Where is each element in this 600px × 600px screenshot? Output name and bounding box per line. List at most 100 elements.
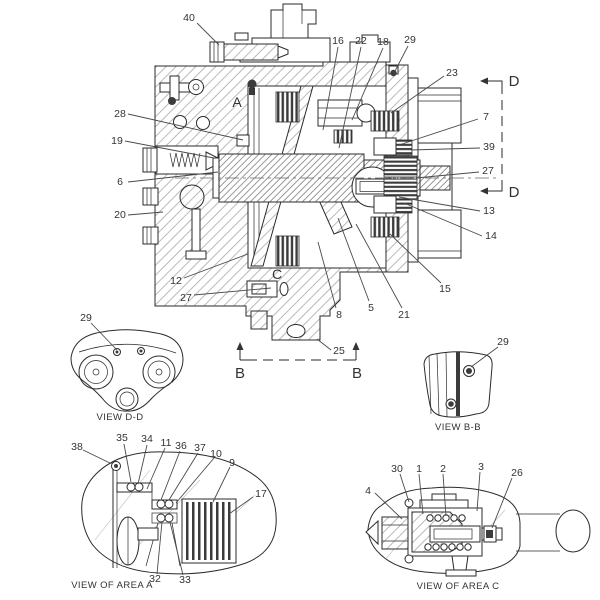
bolt-40-tip [277,45,289,59]
spring-small [333,129,353,144]
spline-ring-top [395,139,413,156]
area-a-callout-37: 37 [194,442,206,454]
area-a-label: VIEW OF AREA A [71,580,153,591]
callout-8: 8 [336,309,342,321]
main-callout-leaders [124,22,483,351]
area-a-callout-38: 38 [71,441,83,453]
area-a-callout-10: 10 [210,448,222,460]
section-marker-d-d: D D [480,73,520,201]
check-ball-passage [179,184,207,260]
callout-6: 6 [117,176,123,188]
area-c-callout-26: 26 [511,467,523,479]
area-c-plug [381,516,409,550]
area-a-callout-34: 34 [141,433,153,445]
view-dd-label: VIEW D-D [96,412,143,423]
callout-27-left: 27 [180,292,192,304]
cross-fitting [159,75,204,105]
spline-ring-bottom [395,198,413,214]
relief-valve [142,145,219,175]
main-cross-section-view: B B D D A C [111,3,520,382]
callout-20: 20 [114,209,126,221]
disc-stack-lower [275,235,300,267]
callout-29: 29 [404,34,416,46]
section-marker-b-b: B B [235,342,362,382]
callout-23: 23 [446,67,458,79]
area-a-ball-35 [126,482,136,492]
area-letter-a: A [232,94,242,110]
callout-28: 28 [114,108,126,120]
callout-18: 18 [377,36,389,48]
output-cylinder-upper [417,87,462,144]
area-a-ball-37 [164,499,174,509]
spline-coupling-upper [383,155,418,178]
area-a-ball-34 [134,482,144,492]
left-port-plugs [142,187,159,245]
area-a-callout-35: 35 [116,432,128,444]
section-letter-b-right: B [352,365,362,382]
view-b-b: 29 VIEW B-B [423,336,509,433]
flange-bolt-item-29 [390,69,397,77]
area-a-callout-11: 11 [161,437,172,449]
view-dd-bolts [113,347,145,356]
area-c-labels: 4 30 1 2 3 26 [365,461,523,497]
foot-notch [286,324,306,338]
area-c-leaders [374,471,513,529]
view-dd-outline [70,329,184,412]
callout-12: 12 [170,275,182,287]
callout-13: 13 [483,205,495,217]
area-c-callout-1: 1 [416,463,422,475]
pin-item-28 [236,134,250,147]
callout-39: 39 [483,141,495,153]
view-bb-dark-band [456,352,460,416]
callout-14: 14 [485,230,497,242]
section-letter-d-top: D [509,73,520,90]
area-a-ball-33 [164,513,174,523]
area-a-callout-32: 32 [149,573,161,585]
view-of-area-c: 4 30 1 2 3 26 VIEW OF AREA C [365,461,591,592]
area-a-callout-9: 9 [229,457,235,469]
area-a-callout-36: 36 [175,440,187,452]
bolt-40-shank [223,43,279,61]
disc-stack-upper [275,91,300,123]
view-of-area-a: 38 35 34 11 36 37 10 9 17 32 33 VIEW OF … [71,432,277,591]
view-d-d: 29 VIEW D-D [70,312,184,423]
section-letter-b-left: B [235,365,245,382]
callout-15: 15 [439,283,451,295]
section-letter-d-bottom: D [509,184,520,201]
callout-22: 22 [355,35,367,47]
view-bb-callout-29: 29 [497,336,509,348]
view-bb-bolts [445,365,475,410]
area-a-leaders [82,443,254,576]
callout-19: 19 [111,135,123,147]
bearing-block-lower [373,195,397,214]
top-cover-and-bolt [209,3,391,63]
area-a-labels: 38 35 34 11 36 37 10 9 17 32 33 [71,432,267,586]
area-a-callout-17: 17 [255,488,267,500]
area-c-side-lobe [555,509,591,553]
spring-stack-item-23 [370,110,400,132]
area-c-bottom-port [451,555,469,571]
view-bb-label: VIEW B-B [435,422,481,433]
spring-stack-item-15 [370,216,400,238]
area-c-oring-bottom [404,554,414,564]
area-c-callout-4: 4 [365,485,371,497]
port-hole-right [196,116,210,130]
callout-40: 40 [183,12,195,24]
area-a-disc-stack [181,498,237,564]
view-dd-callout-29: 29 [80,312,92,324]
drain-plug [250,310,268,330]
callout-21: 21 [398,309,410,321]
main-callout-labels: 40 16 22 18 29 23 7 39 27 13 14 15 21 5 … [111,12,497,357]
callout-5: 5 [368,302,374,314]
callout-16: 16 [332,35,344,47]
area-a-callout-33: 33 [179,574,191,586]
callout-7: 7 [483,111,489,123]
area-c-outline [367,486,521,574]
area-a-ball-36 [156,499,166,509]
callout-27-right: 27 [482,165,494,177]
small-bolt [247,79,257,95]
area-c-callout-3: 3 [478,461,484,473]
bolt-40-head [209,41,225,63]
area-letter-c: C [272,266,282,282]
